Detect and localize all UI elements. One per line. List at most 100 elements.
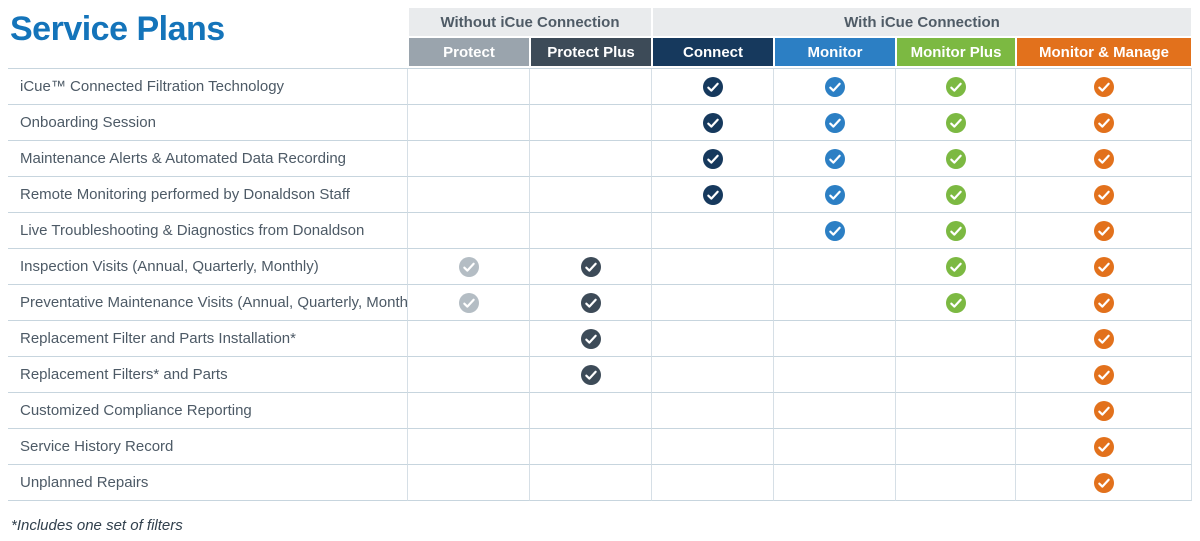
cell-monitor: [774, 393, 896, 429]
page-title: Service Plans: [10, 10, 225, 48]
cell-monitor-manage: [1016, 285, 1192, 321]
check-icon: [945, 148, 966, 169]
cell-connect: [652, 357, 774, 393]
cell-protect: [408, 429, 530, 465]
cell-monitor: [774, 213, 896, 249]
check-icon: [945, 112, 966, 133]
footnote: *Includes one set of filters: [11, 517, 183, 534]
cell-protect: [408, 249, 530, 285]
check-icon: [458, 256, 479, 277]
cell-protect: [408, 69, 530, 105]
cell-monitor-manage: [1016, 105, 1192, 141]
plan-header-protect: Protect: [409, 38, 529, 66]
check-icon: [580, 328, 601, 349]
cell-protect-plus: [530, 141, 652, 177]
cell-protect: [408, 357, 530, 393]
check-icon: [1093, 364, 1114, 385]
check-icon: [824, 220, 845, 241]
cell-protect: [408, 465, 530, 501]
cell-monitor-manage: [1016, 357, 1192, 393]
cell-monitor-plus: [896, 465, 1016, 501]
cell-protect-plus: [530, 285, 652, 321]
feature-label: Customized Compliance Reporting: [8, 393, 408, 429]
cell-protect-plus: [530, 69, 652, 105]
check-icon: [580, 292, 601, 313]
cell-protect-plus: [530, 105, 652, 141]
feature-label: Live Troubleshooting & Diagnostics from …: [8, 213, 408, 249]
cell-monitor-manage: [1016, 429, 1192, 465]
check-icon: [824, 148, 845, 169]
cell-monitor-plus: [896, 393, 1016, 429]
cell-protect-plus: [530, 249, 652, 285]
cell-connect: [652, 285, 774, 321]
cell-connect: [652, 249, 774, 285]
cell-monitor-plus: [896, 105, 1016, 141]
cell-monitor-plus: [896, 213, 1016, 249]
cell-connect: [652, 105, 774, 141]
feature-label: Remote Monitoring performed by Donaldson…: [8, 177, 408, 213]
table-header: Service Plans Without iCue Connection Wi…: [8, 8, 1192, 66]
plan-header-protect-plus: Protect Plus: [531, 38, 651, 66]
check-icon: [945, 220, 966, 241]
check-icon: [1093, 148, 1114, 169]
feature-label: Onboarding Session: [8, 105, 408, 141]
check-icon: [1093, 436, 1114, 457]
cell-connect: [652, 321, 774, 357]
check-icon: [1093, 256, 1114, 277]
check-icon: [580, 364, 601, 385]
cell-protect: [408, 321, 530, 357]
group-header-without-icue: Without iCue Connection: [409, 8, 651, 36]
cell-monitor-plus: [896, 429, 1016, 465]
check-icon: [702, 112, 723, 133]
plan-header-monitor-plus: Monitor Plus: [897, 38, 1015, 66]
cell-protect: [408, 213, 530, 249]
group-header-with-icue: With iCue Connection: [653, 8, 1191, 36]
cell-monitor: [774, 357, 896, 393]
cell-monitor: [774, 249, 896, 285]
cell-protect-plus: [530, 357, 652, 393]
cell-protect-plus: [530, 177, 652, 213]
feature-label: Maintenance Alerts & Automated Data Reco…: [8, 141, 408, 177]
plan-header-monitor: Monitor: [775, 38, 895, 66]
cell-monitor: [774, 465, 896, 501]
cell-monitor-plus: [896, 321, 1016, 357]
check-icon: [702, 76, 723, 97]
check-icon: [1093, 292, 1114, 313]
cell-protect-plus: [530, 393, 652, 429]
plan-header-connect: Connect: [653, 38, 773, 66]
cell-connect: [652, 465, 774, 501]
cell-monitor-manage: [1016, 177, 1192, 213]
cell-monitor-plus: [896, 177, 1016, 213]
cell-monitor-manage: [1016, 321, 1192, 357]
check-icon: [945, 184, 966, 205]
cell-monitor-manage: [1016, 69, 1192, 105]
check-icon: [1093, 184, 1114, 205]
check-icon: [824, 76, 845, 97]
cell-monitor: [774, 69, 896, 105]
cell-protect: [408, 177, 530, 213]
feature-label: iCue™ Connected Filtration Technology: [8, 69, 408, 105]
check-icon: [945, 76, 966, 97]
cell-monitor-manage: [1016, 213, 1192, 249]
feature-label: Replacement Filters* and Parts: [8, 357, 408, 393]
plan-header-monitor-manage: Monitor & Manage: [1017, 38, 1191, 66]
cell-monitor: [774, 141, 896, 177]
check-icon: [1093, 112, 1114, 133]
feature-label: Replacement Filter and Parts Installatio…: [8, 321, 408, 357]
check-icon: [1093, 328, 1114, 349]
check-icon: [702, 148, 723, 169]
cell-connect: [652, 177, 774, 213]
cell-connect: [652, 141, 774, 177]
cell-monitor: [774, 177, 896, 213]
check-icon: [702, 184, 723, 205]
check-icon: [945, 292, 966, 313]
cell-monitor: [774, 285, 896, 321]
cell-monitor-manage: [1016, 393, 1192, 429]
cell-connect: [652, 213, 774, 249]
check-icon: [945, 256, 966, 277]
cell-monitor-plus: [896, 249, 1016, 285]
cell-monitor-manage: [1016, 141, 1192, 177]
cell-protect: [408, 105, 530, 141]
